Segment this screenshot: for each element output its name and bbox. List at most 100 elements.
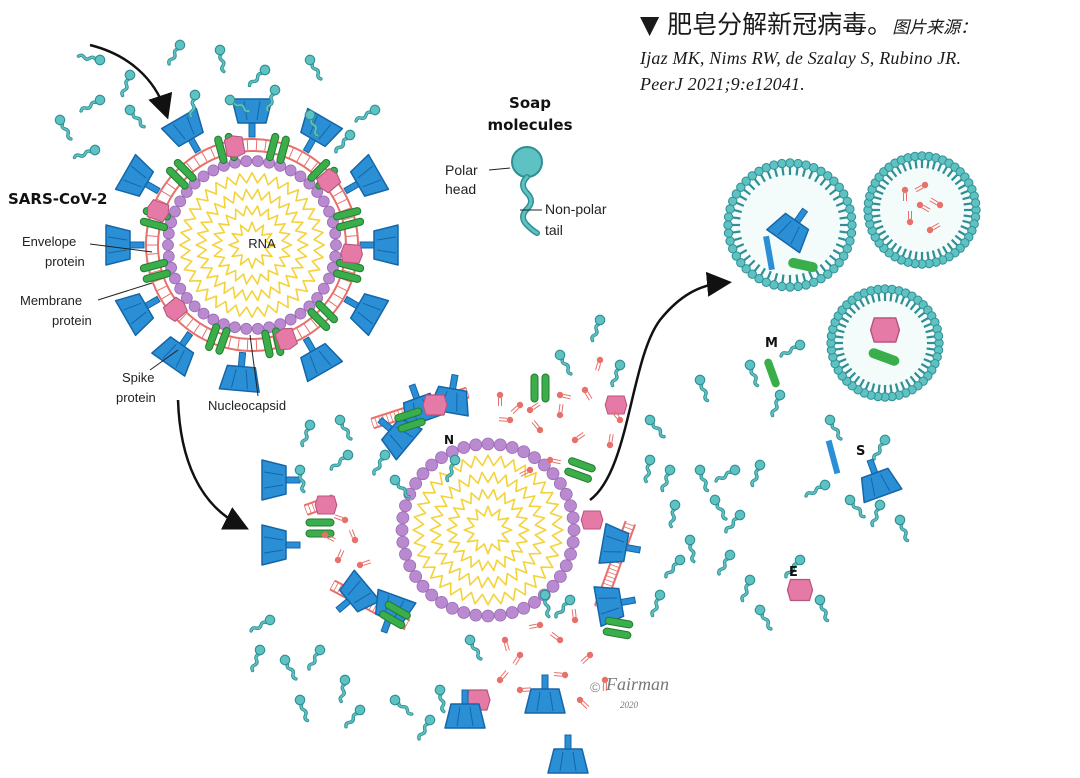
spike-protein-icon [343, 293, 390, 337]
spike-protein-label-2: protein [116, 390, 156, 405]
lipid-molecule-icon [601, 676, 609, 692]
lipid-molecule-icon [321, 531, 336, 542]
soap-molecule-icon [539, 589, 551, 619]
caption-title: ▼ 肥皂分解新冠病毒。图片来源： [640, 8, 1070, 45]
lipid-molecule-icon [914, 181, 929, 193]
soap-molecule-icon [714, 464, 741, 483]
envelope-protein-icon [314, 495, 338, 515]
soap-molecule-icon [770, 389, 786, 418]
soap-molecule-icon [824, 414, 843, 441]
soap-molecule-icon [247, 64, 271, 88]
lipid-molecule-icon [516, 686, 532, 694]
membrane-protein-icon [379, 600, 411, 630]
soap-molecule-icon [338, 674, 351, 704]
svg-text:©: © [590, 679, 601, 695]
caption-reference-line-2: PeerJ 2021;9:e12041. [640, 74, 805, 94]
envelope-protein-icon [604, 395, 628, 415]
soap-molecule-icon [329, 449, 354, 471]
soap-molecule-icon [870, 499, 886, 528]
lipid-molecule-icon [916, 201, 931, 213]
soap-molecule-icon [304, 109, 320, 138]
lipid-molecule-icon [571, 432, 586, 444]
soap-molecule-icon [354, 104, 381, 123]
soap-molecule-icon [334, 414, 353, 441]
lipid-molecule-icon [926, 222, 941, 234]
soap-micelle [826, 284, 944, 402]
soap-molecule-icon [464, 634, 483, 661]
envelope-protein-icon [146, 199, 170, 223]
rna-label: RNA [248, 236, 276, 251]
spike-protein-icon [218, 351, 260, 393]
soap-molecule-icon [389, 474, 411, 499]
disrupted-virus [261, 356, 642, 774]
lipid-molecule-icon [496, 391, 504, 406]
membrane-protein-icon [530, 373, 550, 403]
virus-name-label: SARS-CoV-2 [8, 190, 108, 208]
lipid-molecule-icon [498, 416, 514, 424]
spike-protein-icon [598, 522, 642, 564]
soap-molecule-icon [120, 69, 136, 98]
s-protein-label: S [856, 444, 865, 459]
soap-molecule-icon [344, 704, 366, 729]
spike-protein-icon [860, 458, 903, 504]
spike-protein-icon [359, 224, 399, 266]
soap-molecule-icon [124, 104, 146, 129]
soap-molecule-icon [167, 39, 186, 66]
spike-protein-icon [524, 674, 566, 714]
soap-molecule-icon [894, 514, 910, 543]
soap-molecule-icon [294, 464, 306, 494]
spike-protein-icon [160, 107, 204, 154]
lipid-molecule-icon [501, 636, 510, 652]
soap-molecule-icon [694, 464, 710, 493]
soap-molecule-icon [304, 54, 323, 81]
membrane-protein-label-2: protein [52, 313, 92, 328]
lipid-molecule-icon [526, 402, 541, 414]
lipid-molecule-icon [581, 386, 593, 401]
legend-tail-line-1: Non-polar [545, 201, 607, 217]
envelope-protein-icon [274, 327, 298, 351]
lipid-molecule-icon [510, 401, 524, 414]
legend-polar-head-icon [511, 146, 543, 178]
soap-molecule-icon [79, 94, 106, 113]
soap-molecule-icon [72, 144, 101, 160]
soap-molecule-icon [188, 89, 201, 119]
spike-protein-icon [343, 153, 390, 197]
soap-molecule-icon [804, 479, 831, 498]
envelope-protein-icon [316, 168, 342, 194]
soap-molecule-icon [554, 349, 573, 376]
signature-name: Fairman [605, 674, 669, 694]
soap-molecule-icon [389, 694, 414, 716]
membrane-protein-icon [602, 616, 634, 640]
membrane-protein-icon [307, 300, 339, 332]
soap-molecule-icon [434, 684, 446, 714]
spike-protein-icon [593, 586, 637, 628]
spike-protein-icon [114, 153, 161, 197]
soap-molecule-icon [417, 714, 436, 741]
n-protein-label: N [444, 433, 454, 447]
soap-micelles [723, 151, 981, 402]
envelope-protein-icon [223, 135, 246, 158]
soap-molecule-icon [445, 454, 461, 483]
lipid-molecule-icon [531, 420, 544, 434]
soap-molecule-icon [644, 414, 666, 439]
soap-molecule-icon [717, 549, 736, 576]
soap-molecule-icon [554, 594, 576, 619]
lipid-molecule-icon [606, 433, 614, 449]
envelope-protein-icon [869, 317, 901, 343]
soap-molecule-icon [814, 594, 830, 623]
soap-molecule-icon [779, 339, 806, 358]
lipid-molecule-icon [611, 410, 624, 424]
legend-tail-line-2: tail [545, 222, 563, 238]
spike-protein-icon [766, 207, 810, 254]
envelope-protein-icon [162, 296, 188, 322]
envelope-protein-label-1: Envelope [22, 234, 76, 249]
soap-micelle [863, 151, 981, 269]
soap-molecule-icon [664, 554, 686, 579]
soap-molecule-icon [590, 314, 606, 343]
legend-title-line-1: Soap [509, 94, 551, 112]
soap-molecule-icon [265, 84, 281, 113]
soap-molecule-icon [307, 644, 326, 671]
soap-molecule-icon [334, 129, 356, 154]
lipid-molecule-icon [528, 621, 544, 630]
